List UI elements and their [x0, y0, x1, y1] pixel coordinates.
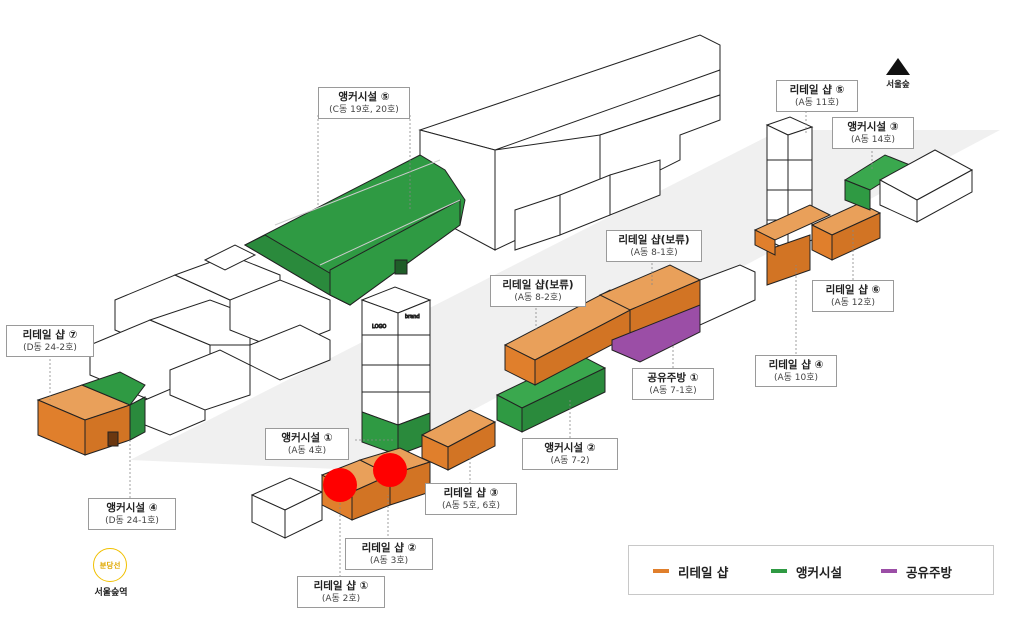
callout-anchor-5: 앵커시설 ⑤ (C동 19호, 20호) — [318, 87, 410, 119]
subway-station-icon: 분당선 — [93, 548, 127, 582]
callout-sub: (A동 8-1호) — [630, 248, 678, 258]
callout-anchor-2: 앵커시설 ② (A동 7-2) — [522, 438, 618, 470]
legend-swatch-kitchen — [881, 569, 897, 573]
legend-label: 공유주방 — [906, 564, 953, 580]
forest-label: 서울숲 — [886, 80, 910, 90]
svg-text:LOGO: LOGO — [372, 324, 386, 330]
legend-label: 리테일 샵 — [678, 564, 729, 580]
callout-sub: (A동 12호) — [830, 298, 876, 308]
callout-retail-hold-1: 리테일 샵(보류) (A동 8-1호) — [606, 230, 702, 262]
callout-retail-2: 리테일 샵 ② (A동 3호) — [345, 538, 433, 570]
callout-sub: (A동 2호) — [321, 594, 361, 604]
callout-retail-5: 리테일 샵 ⑤ (A동 11호) — [776, 80, 858, 112]
callout-sub: (D동 24-1호) — [105, 516, 159, 526]
callout-title: 앵커시설 ③ — [847, 121, 899, 133]
callout-retail-6: 리테일 샵 ⑥ (A동 12호) — [812, 280, 894, 312]
unit-retail-6 — [810, 202, 882, 261]
legend-item-kitchen: 공유주방 — [881, 563, 953, 580]
callout-sub: (C동 19호, 20호) — [329, 105, 399, 115]
callout-retail-3: 리테일 샵 ③ (A동 5호, 6호) — [425, 483, 517, 515]
callout-retail-7: 리테일 샵 ⑦ (D동 24-2호) — [6, 325, 94, 357]
unit-white-front — [250, 477, 324, 539]
callout-title: 앵커시설 ② — [544, 442, 596, 454]
callout-title: 리테일 샵 ② — [361, 542, 417, 554]
unit-retail-3 — [420, 409, 497, 471]
callout-title: 공유주방 ① — [647, 372, 699, 384]
callout-title: 리테일 샵(보류) — [502, 279, 574, 291]
callout-sub: (A동 10호) — [773, 373, 819, 383]
callout-title: 리테일 샵 ① — [313, 580, 369, 592]
unit-anchor-4 — [80, 371, 146, 441]
unit-white-anchor3 — [878, 149, 974, 223]
callout-sub: (A동 11호) — [794, 98, 840, 108]
unit-white-right — [699, 264, 756, 326]
unit-retail-7 — [36, 384, 132, 456]
callout-title: 앵커시설 ⑤ — [338, 91, 390, 103]
callout-title: 리테일 샵 ④ — [768, 359, 824, 371]
unit-anchor-1-tower: LOGO brand — [360, 286, 432, 456]
legend-item-retail: 리테일 샵 — [653, 563, 729, 580]
legend-swatch-anchor — [771, 569, 787, 573]
marker-red-2 — [373, 453, 407, 487]
callout-kitchen-1: 공유주방 ① (A동 7-1호) — [632, 368, 714, 400]
callout-title: 앵커시설 ① — [281, 432, 333, 444]
building-c-white — [418, 34, 721, 251]
legend-label: 앵커시설 — [796, 564, 843, 580]
legend: 리테일 샵 앵커시설 공유주방 — [628, 545, 994, 595]
callout-sub: (A동 14호) — [850, 135, 896, 145]
marker-red-1 — [323, 468, 357, 502]
callout-title: 리테일 샵(보류) — [618, 234, 690, 246]
station-name: 서울숲역 — [94, 588, 128, 598]
station-line: 분당선 — [99, 560, 121, 570]
callout-sub: (A동 3호) — [369, 556, 409, 566]
callout-anchor-3: 앵커시설 ③ (A동 14호) — [832, 117, 914, 149]
callout-retail-hold-2: 리테일 샵(보류) (A동 8-2호) — [490, 275, 586, 307]
callout-title: 리테일 샵 ⑦ — [22, 329, 78, 341]
callout-sub: (A동 8-2호) — [514, 293, 562, 303]
callout-title: 리테일 샵 ③ — [443, 487, 499, 499]
callout-sub: (A동 5호, 6호) — [441, 501, 501, 511]
unit-kitchen-1 — [611, 304, 701, 363]
legend-item-anchor: 앵커시설 — [771, 563, 843, 580]
mountain-icon — [886, 58, 910, 75]
callout-sub: (A동 7-2) — [550, 456, 590, 466]
callout-sub: (A동 4호) — [287, 446, 327, 456]
callout-anchor-4: 앵커시설 ④ (D동 24-1호) — [88, 498, 176, 530]
unit-anchor-2 — [495, 354, 607, 433]
callout-sub: (D동 24-2호) — [23, 343, 77, 353]
callout-title: 리테일 샵 ⑤ — [789, 84, 845, 96]
callout-anchor-1: 앵커시설 ① (A동 4호) — [265, 428, 349, 460]
legend-swatch-retail — [653, 569, 669, 573]
leader-lines — [49, 107, 873, 577]
callout-retail-4: 리테일 샵 ④ (A동 10호) — [755, 355, 837, 387]
callout-retail-1: 리테일 샵 ① (A동 2호) — [297, 576, 385, 608]
svg-text:brand: brand — [405, 314, 420, 320]
callout-title: 앵커시설 ④ — [106, 502, 158, 514]
unit-retail-4 — [753, 204, 832, 286]
callout-sub: (A동 7-1호) — [649, 386, 697, 396]
callout-title: 리테일 샵 ⑥ — [825, 284, 881, 296]
